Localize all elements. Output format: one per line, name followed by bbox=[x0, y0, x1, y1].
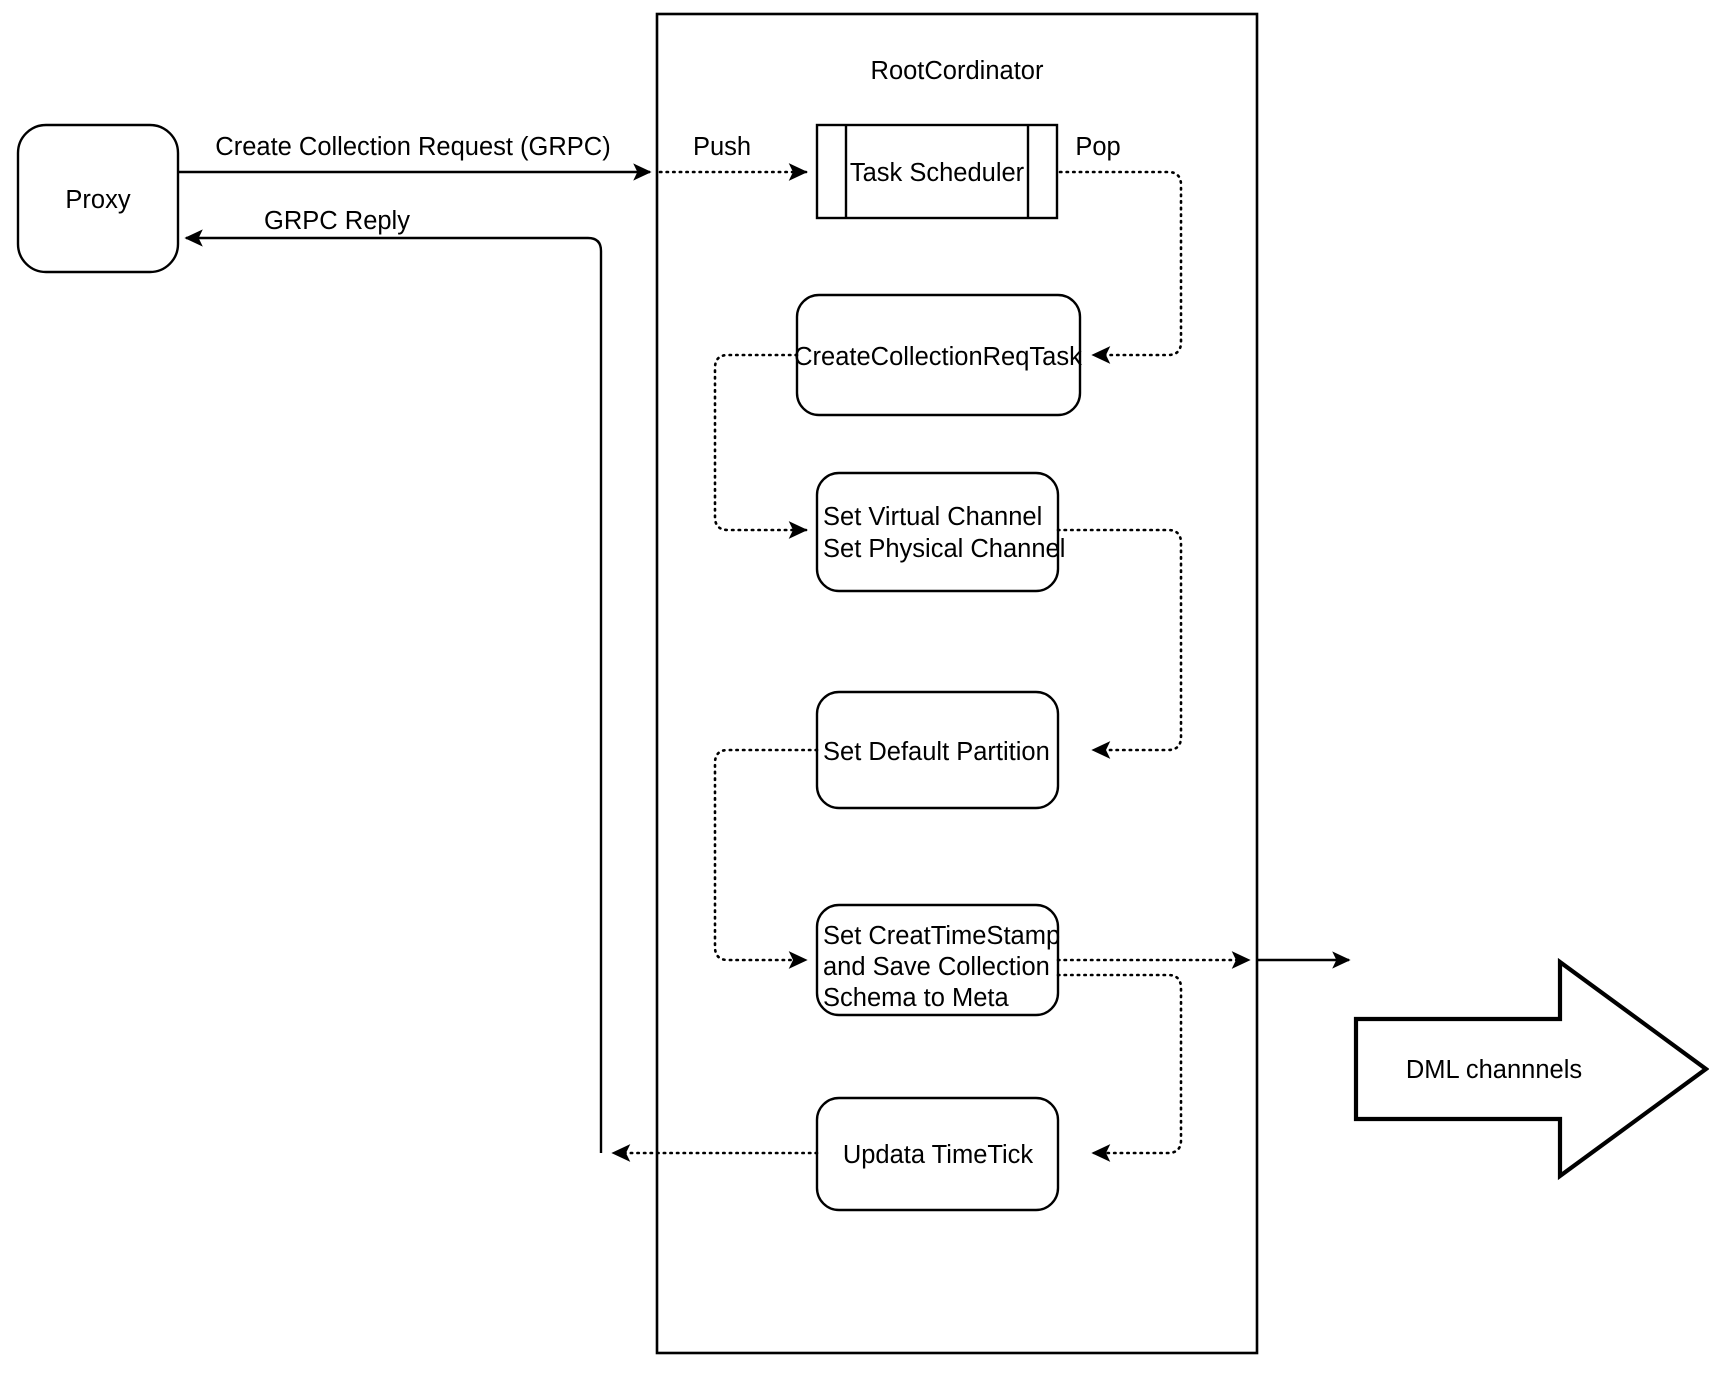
dml-channels-label: DML channnels bbox=[1406, 1056, 1582, 1084]
updata-timetick-label: Updata TimeTick bbox=[843, 1141, 1034, 1169]
node-set-channel[interactable]: Set Virtual Channel Set Physical Channel bbox=[815, 471, 1065, 593]
edge-push: Push bbox=[658, 133, 808, 181]
task-scheduler-label: Task Scheduler bbox=[850, 159, 1025, 187]
grpc-reply-label: GRPC Reply bbox=[264, 207, 410, 235]
create-collection-request-label: Create Collection Request (GRPC) bbox=[215, 133, 610, 161]
edge-create-collection-request: Create Collection Request (GRPC) bbox=[178, 133, 652, 181]
set-channel-shape[interactable] bbox=[815, 471, 1060, 593]
set-create-timestamp-label-line2: and Save Collection bbox=[823, 953, 1050, 981]
node-set-create-timestamp[interactable]: Set CreatTimeStamp and Save Collection S… bbox=[815, 903, 1060, 1017]
edge-partition-to-timestamp bbox=[713, 748, 819, 969]
edge-channel-to-partition bbox=[1056, 528, 1183, 759]
timestamp-to-timetick-line bbox=[1056, 973, 1183, 1162]
set-create-timestamp-label-line3: Schema to Meta bbox=[823, 984, 1009, 1012]
dml-channels-shape[interactable] bbox=[1353, 957, 1709, 1181]
set-create-timestamp-label-line1: Set CreatTimeStamp bbox=[823, 922, 1060, 950]
partition-to-timestamp-line bbox=[713, 748, 819, 969]
proxy-label: Proxy bbox=[65, 186, 130, 214]
node-dml-channels[interactable]: DML channnels bbox=[1353, 957, 1709, 1181]
set-channel-label-line1: Set Virtual Channel bbox=[823, 503, 1042, 531]
set-default-partition-label: Set Default Partition bbox=[823, 738, 1050, 766]
edge-timestamp-to-timetick bbox=[1056, 973, 1183, 1162]
pop-label: Pop bbox=[1075, 133, 1120, 161]
channel-to-partition-line bbox=[1056, 528, 1183, 759]
set-channel-label-line2: Set Physical Channel bbox=[823, 535, 1065, 563]
proxy-shape[interactable] bbox=[16, 123, 180, 274]
node-proxy[interactable]: Proxy bbox=[16, 123, 180, 274]
rootcordinator-title: RootCordinator bbox=[871, 57, 1044, 85]
grpc-reply-line bbox=[184, 229, 603, 1153]
edge-grpc-reply: GRPC Reply bbox=[184, 207, 603, 1153]
pop-line bbox=[1058, 170, 1183, 364]
push-label: Push bbox=[693, 133, 751, 161]
node-updata-timetick[interactable]: Updata TimeTick bbox=[815, 1096, 1060, 1212]
rootcordinator-container: RootCordinator bbox=[655, 12, 1259, 1355]
edge-pop: Pop bbox=[1058, 133, 1183, 364]
edge-task-to-channel bbox=[713, 353, 808, 539]
task-to-channel-line bbox=[713, 353, 808, 539]
node-set-default-partition[interactable]: Set Default Partition bbox=[815, 690, 1060, 810]
node-task-scheduler[interactable]: Task Scheduler bbox=[815, 123, 1059, 220]
rootcordinator-boundary bbox=[655, 12, 1259, 1355]
task-scheduler-shape[interactable] bbox=[815, 123, 1059, 220]
node-create-collection-req-task[interactable]: CreateCollectionReqTask bbox=[794, 293, 1082, 417]
create-collection-req-task-label: CreateCollectionReqTask bbox=[794, 343, 1082, 371]
